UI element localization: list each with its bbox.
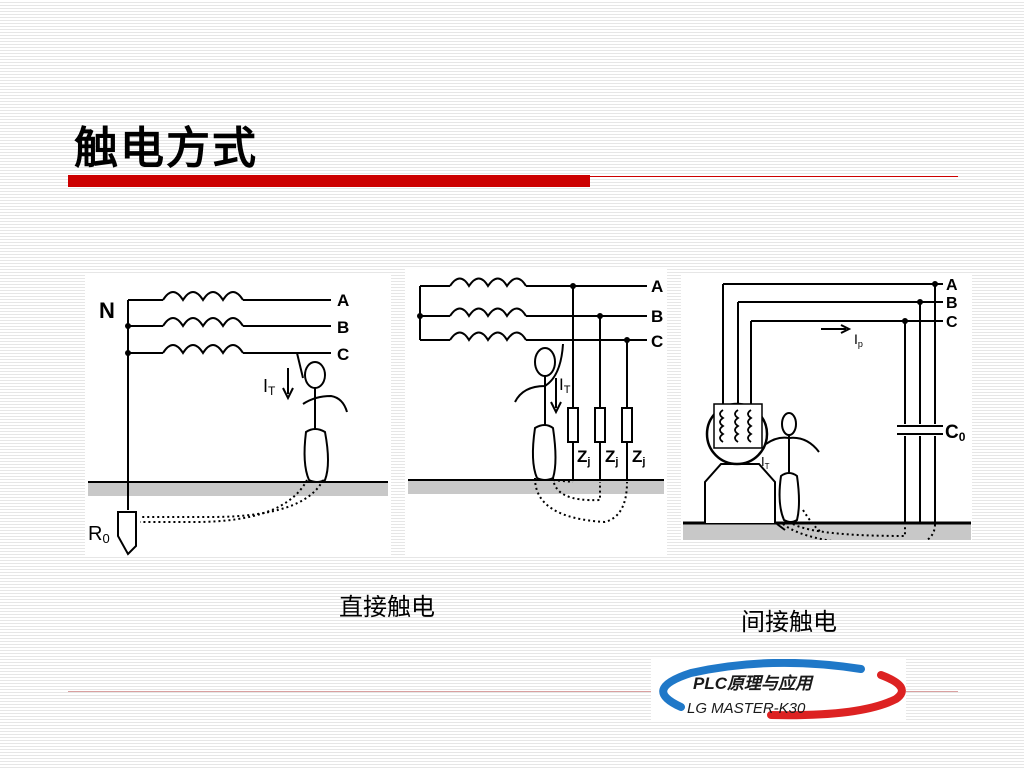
person-head — [534, 347, 556, 377]
logo-blue-swoosh — [659, 658, 865, 711]
phase-label-b: B — [651, 307, 663, 326]
impedance-c — [621, 407, 633, 443]
winding-b — [449, 307, 527, 318]
motor-coil-1 — [719, 409, 725, 443]
current-label: IT — [263, 376, 276, 398]
phase-label-c: C — [651, 332, 663, 351]
impedance-label-a: Zj — [577, 447, 590, 468]
diagram1-svg: N A B C IT R0 — [88, 291, 388, 556]
phase-label-a: A — [946, 277, 958, 294]
person-arms — [765, 436, 820, 453]
leak-current-label: Ip — [854, 331, 863, 349]
logo-line1: PLC原理与应用 — [693, 674, 814, 693]
return-path — [534, 477, 628, 524]
person-arms — [302, 394, 348, 413]
phase-label-b: B — [946, 295, 958, 312]
phase-label-c: C — [946, 314, 958, 331]
diagram-indirect-contact: A B C Ip C0 IT — [681, 274, 972, 548]
page-title: 触电方式 — [74, 123, 258, 174]
current-label: IT — [559, 375, 571, 396]
impedance-label-c: Zj — [632, 447, 645, 468]
winding-a — [449, 277, 527, 288]
winding-c — [449, 331, 527, 342]
winding-b — [162, 317, 244, 328]
logo-svg: PLC原理与应用 LG MASTER-K30 — [651, 658, 906, 721]
diagram3-svg: A B C Ip C0 IT — [683, 277, 971, 548]
body-current-label: IT — [761, 454, 770, 471]
course-logo: PLC原理与应用 LG MASTER-K30 — [651, 658, 906, 721]
ground-hatch — [88, 482, 388, 496]
capacitance-label: C0 — [945, 422, 966, 444]
person-legs — [303, 428, 329, 483]
diagram-direct-neutral-grounded: N A B C IT R0 — [85, 274, 391, 556]
phase-label-c: C — [337, 345, 349, 364]
impedance-label-b: Zj — [605, 447, 618, 468]
phase-label-a: A — [337, 291, 349, 310]
caption-direct-contact: 直接触电 — [339, 593, 435, 621]
winding-a — [162, 291, 244, 302]
person-legs — [778, 472, 800, 523]
ground-resistor-label: R0 — [88, 523, 110, 546]
logo-red-swoosh — [767, 671, 906, 720]
motor-base — [704, 463, 776, 523]
phase-label-b: B — [337, 318, 349, 337]
motor-coil-2 — [734, 409, 740, 443]
diagram2-svg: A B C Zj Zj Zj IT — [408, 277, 664, 524]
neutral-label: N — [99, 298, 115, 323]
footer-divider — [68, 691, 958, 692]
ground-electrode — [117, 511, 137, 556]
person-head — [781, 412, 797, 436]
impedance-a — [567, 407, 579, 443]
title-underline-thin — [590, 176, 958, 177]
diagram-direct-neutral-isolated: A B C Zj Zj Zj IT — [405, 268, 667, 556]
person-head — [304, 361, 326, 389]
impedance-b — [594, 407, 606, 443]
person-legs — [531, 424, 557, 481]
person-arms — [514, 343, 564, 403]
phase-label-a: A — [651, 277, 663, 296]
caption-indirect-contact: 间接触电 — [741, 608, 837, 636]
motor-coil-3 — [747, 409, 753, 443]
title-underline-bar — [68, 175, 590, 187]
logo-line2: LG MASTER-K30 — [687, 700, 806, 717]
winding-c — [162, 344, 244, 355]
